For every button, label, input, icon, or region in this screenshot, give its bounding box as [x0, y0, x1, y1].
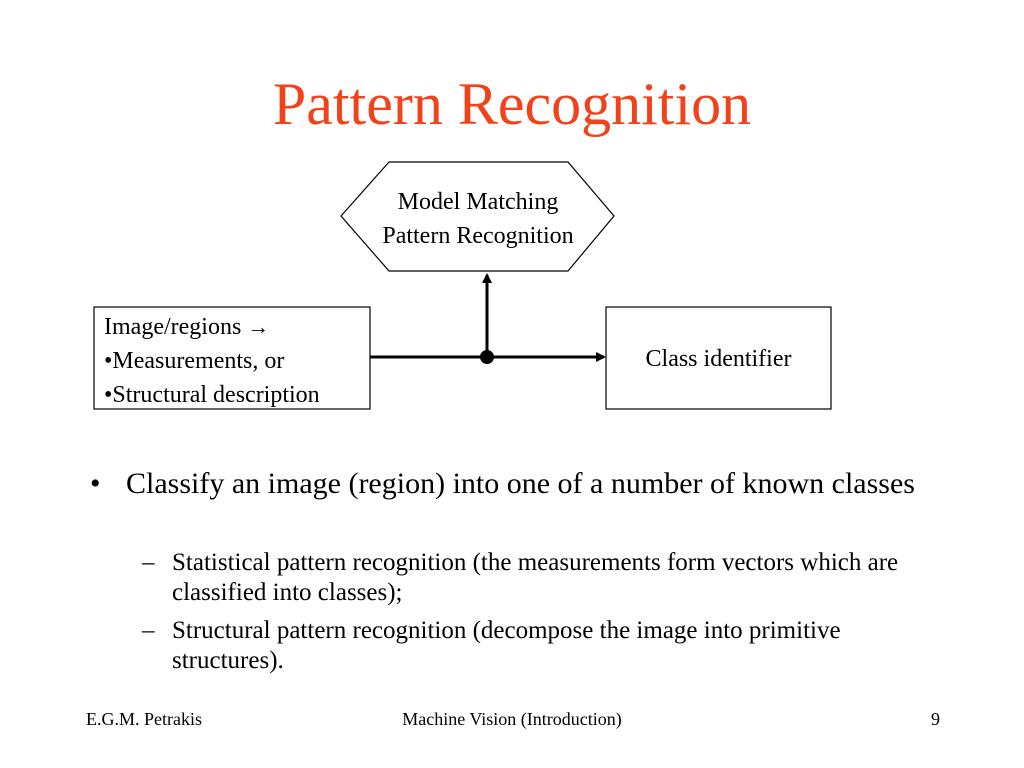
input-line1-text: Image/regions	[104, 314, 242, 340]
main-bullet-text: Classify an image (region) into one of a…	[126, 467, 915, 500]
hexagon-label-line1: Model Matching	[397, 189, 559, 215]
main-bullet: • Classify an image (region) into one of…	[90, 466, 946, 502]
footer-page-number: 9	[931, 709, 940, 729]
sub-bullet-marker: –	[142, 549, 155, 576]
right-arrow-icon: →	[247, 314, 270, 339]
input-line-measurements: •Measurements, or	[104, 348, 285, 374]
sub-bullet-text: Structural pattern recognition (decompos…	[172, 617, 841, 674]
sub-bullet-structural: – Structural pattern recognition (decomp…	[142, 616, 952, 676]
sub-bullet-statistical: – Statistical pattern recognition (the m…	[142, 548, 952, 608]
class-identifier-label: Class identifier	[645, 346, 792, 372]
hexagon-label: Model Matching Pattern Recognition	[342, 185, 614, 253]
footer-course: Machine Vision (Introduction)	[402, 709, 622, 729]
sub-bullet-marker: –	[142, 617, 155, 644]
input-box-text: Image/regions → •Measurements, or •Struc…	[104, 310, 366, 412]
input-line-structural: •Structural description	[104, 382, 320, 408]
pattern-recognition-diagram	[93, 161, 832, 410]
junction-dot	[480, 350, 494, 364]
footer-author: E.G.M. Petrakis	[86, 709, 202, 729]
input-box	[93, 306, 371, 410]
input-line-image-regions: Image/regions →	[104, 310, 366, 344]
class-identifier-box	[605, 306, 832, 410]
hexagon-label-line2: Pattern Recognition	[382, 223, 574, 249]
model-matching-hexagon	[340, 161, 615, 272]
bullet-marker: •	[90, 467, 101, 500]
sub-bullet-text: Statistical pattern recognition (the mea…	[172, 549, 899, 606]
slide-title: Pattern Recognition	[272, 71, 752, 137]
